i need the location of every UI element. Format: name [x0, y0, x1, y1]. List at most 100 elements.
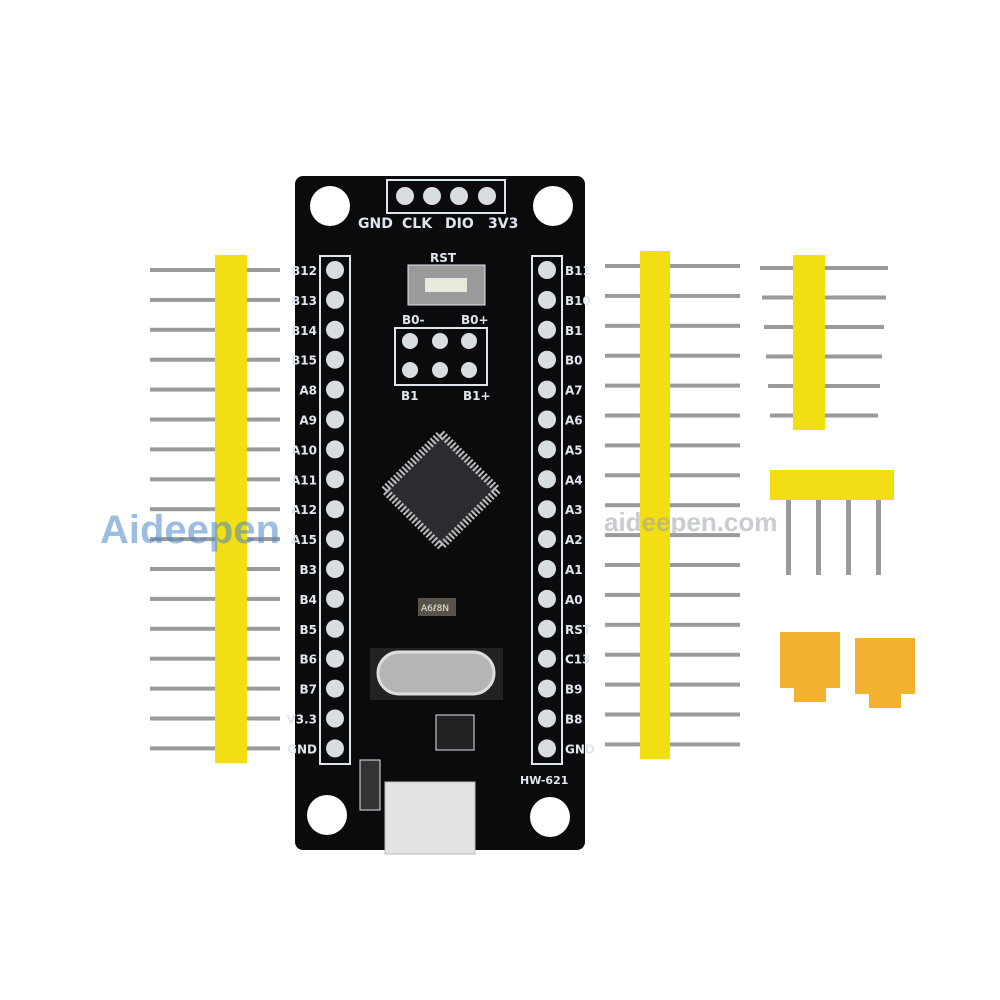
- middle-pin-header-pin: [605, 652, 740, 657]
- left-pin-pad: [326, 679, 344, 698]
- four-pin-header-pin: [786, 475, 791, 575]
- right-pin-label: A3: [565, 503, 583, 517]
- boot-pad: [461, 362, 477, 378]
- middle-pin-header-pin: [605, 413, 740, 418]
- left-pin-pad: [326, 320, 344, 339]
- four-pin-header-pin: [846, 475, 851, 575]
- left-pin-pad: [326, 739, 344, 758]
- right-pin-label: RST: [565, 623, 592, 637]
- swd-pad: [423, 187, 441, 205]
- left-pin-label: A9: [299, 414, 317, 428]
- left-pin-label: GND: [287, 742, 317, 756]
- voltage-regulator: [435, 714, 475, 751]
- left-pin-pad: [326, 410, 344, 429]
- right-pin-label: A0: [565, 593, 583, 607]
- right-pin-label: A1: [565, 563, 583, 577]
- left-pin-pad: [326, 500, 344, 519]
- regulator-marking: A6ℓ8N: [421, 604, 449, 614]
- regulator-chip: [418, 598, 456, 616]
- boot-pad: [402, 333, 418, 349]
- right-pin-label: A2: [565, 533, 583, 547]
- left-pin-pad: [326, 619, 344, 638]
- middle-pin-header-pin: [605, 323, 740, 328]
- left-pin-row-outline: [319, 255, 351, 765]
- left-pin-pad: [326, 261, 344, 279]
- middle-pin-header-pin: [605, 473, 740, 478]
- right-pin-pad: [538, 470, 556, 489]
- four-pin-header-pin: [876, 475, 881, 575]
- boot-pad: [461, 333, 477, 349]
- right-pin-pad: [538, 410, 556, 429]
- swd-header-outline: [386, 179, 506, 214]
- left-pin-label: B5: [300, 623, 318, 637]
- right-pin-label: A6: [565, 414, 583, 428]
- left-pin-label: B4: [300, 593, 318, 607]
- mounting-hole: [533, 186, 573, 226]
- middle-pin-header-pin: [605, 592, 740, 597]
- crystal-oscillator: [376, 650, 496, 696]
- left-pin-pad: [326, 290, 344, 309]
- label-3v3: 3V3: [488, 216, 518, 232]
- left-pin-pad: [326, 589, 344, 608]
- middle-pin-header-pin: [605, 353, 740, 358]
- left-pin-pad: [326, 440, 344, 459]
- right-pin-label: B9: [565, 683, 583, 697]
- mcu-chip: [378, 427, 504, 553]
- left-pin-label: A15: [291, 533, 317, 547]
- boot-pad: [432, 362, 448, 378]
- middle-pin-header-pin: [605, 622, 740, 627]
- label-b0-plus: B0+: [461, 313, 489, 327]
- right-pin-pad: [538, 500, 556, 519]
- right-pin-pad: [538, 619, 556, 638]
- middle-pin-header-pin: [605, 293, 740, 298]
- right-pin-pad: [538, 709, 556, 728]
- swd-pad: [396, 187, 414, 205]
- micro-usb-port: [384, 781, 476, 855]
- middle-pin-header-pin: [605, 503, 740, 508]
- right-pin-label: B1: [565, 324, 583, 338]
- left-pin-label: B12: [291, 264, 317, 278]
- left-pin-pad: [326, 470, 344, 489]
- right-pin-pad: [538, 739, 556, 758]
- swd-pad: [478, 187, 496, 205]
- right-pin-pad: [538, 679, 556, 698]
- label-dio: DIO: [445, 216, 474, 232]
- left-pin-header: [215, 255, 247, 764]
- left-pin-label: B14: [291, 324, 317, 338]
- four-pin-header-pin: [816, 475, 821, 575]
- middle-pin-header-pin: [605, 443, 740, 448]
- right-pin-pad: [538, 530, 556, 549]
- left-pin-pad: [326, 380, 344, 399]
- middle-pin-header-pin: [605, 383, 740, 388]
- middle-pin-header-pin: [605, 563, 740, 567]
- left-pin-label: A10: [291, 443, 317, 457]
- left-pin-label: V3.3: [286, 713, 317, 727]
- label-b0-minus: B0-: [402, 313, 424, 327]
- model-label: HW-621: [520, 774, 568, 787]
- right-pin-label: B11: [565, 264, 591, 278]
- right-pin-label: GND: [565, 742, 595, 756]
- middle-pin-header: [640, 251, 670, 760]
- left-pin-label: A8: [299, 384, 317, 398]
- right-pin-label: C13: [565, 653, 591, 667]
- right-pin-pad: [538, 350, 556, 369]
- watermark-url: aideepen.com: [604, 507, 777, 537]
- right-angle-pin-header: [793, 255, 825, 430]
- right-pin-label: B0: [565, 354, 583, 368]
- left-pin-pad: [326, 530, 344, 549]
- swd-pad: [450, 187, 468, 205]
- right-pin-pad: [538, 380, 556, 399]
- mounting-hole: [530, 797, 570, 837]
- right-pin-pad: [538, 320, 556, 339]
- boot-pad: [402, 362, 418, 378]
- right-pin-pad: [538, 261, 556, 279]
- right-pin-pad: [538, 589, 556, 608]
- label-clk: CLK: [402, 216, 433, 232]
- left-pin-label: B15: [291, 354, 317, 368]
- left-pin-label: B13: [291, 294, 317, 308]
- middle-pin-header-pin: [605, 264, 740, 268]
- right-pin-pad: [538, 649, 556, 668]
- middle-pin-header-pin: [605, 682, 740, 687]
